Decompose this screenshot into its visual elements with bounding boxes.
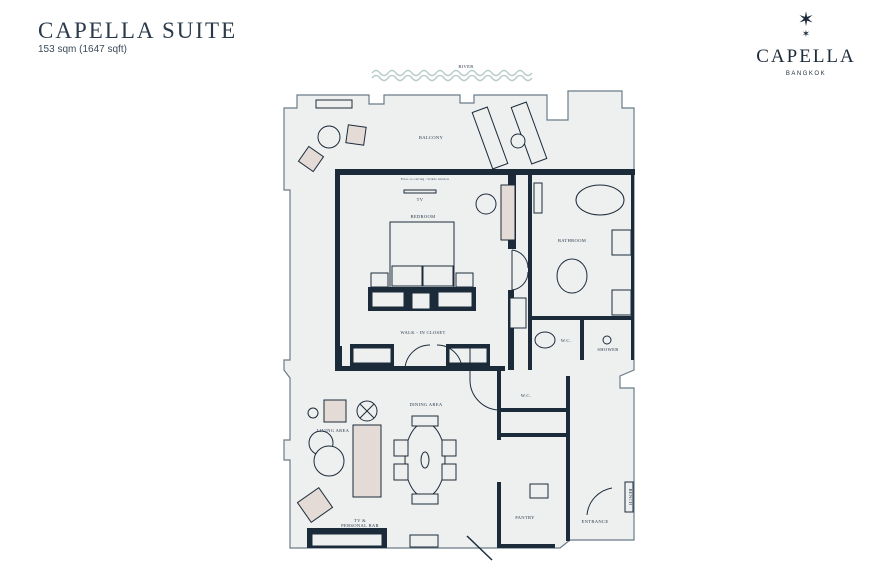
entrance-label: ENTRANCE: [582, 519, 609, 524]
tv-bar-label-1: TV &: [354, 518, 366, 523]
page-title: CAPELLA SUITE: [38, 18, 238, 43]
pantry-label: PANTRY: [515, 515, 535, 520]
living-area-label: LIVING AREA: [317, 428, 350, 433]
bedroom-furniture: [350, 182, 543, 371]
logo-brand: CAPELLA: [756, 46, 856, 67]
shower-label: SHOWER: [597, 347, 619, 352]
star-icon: ✶: [797, 9, 815, 31]
dining-area-label: DINING AREA: [409, 402, 442, 407]
river-label: RIVER: [458, 64, 474, 69]
living-dining-furniture: [296, 348, 634, 561]
balcony-furniture: [297, 99, 548, 173]
master-wc-label: W.C.: [561, 338, 571, 343]
small-star-icon: ✶: [801, 29, 811, 40]
tv-label: TV: [417, 197, 424, 202]
logo-city: BANGKOK: [785, 71, 827, 77]
river-waves-icon: [371, 69, 533, 82]
window-note: Floor-to-ceiling / blinds window: [401, 177, 450, 181]
guest-wc-label: W.C.: [521, 393, 531, 398]
bench-label: BENCH: [628, 488, 633, 505]
capella-logo: ✶ ✶ CAPELLA BANGKOK: [748, 10, 864, 77]
bathroom-fixtures: [509, 184, 632, 349]
balcony-label: BALCONY: [419, 135, 444, 140]
tv-bar-label-2: PERSONAL BAR: [341, 523, 379, 528]
bathroom-label: BATHROOM: [558, 238, 586, 243]
bedroom-label: BEDROOM: [410, 214, 435, 219]
walk-in-closet-label: WALK - IN CLOSET: [400, 330, 445, 335]
suite-area: 153 sqm (1647 sqft): [38, 44, 127, 55]
